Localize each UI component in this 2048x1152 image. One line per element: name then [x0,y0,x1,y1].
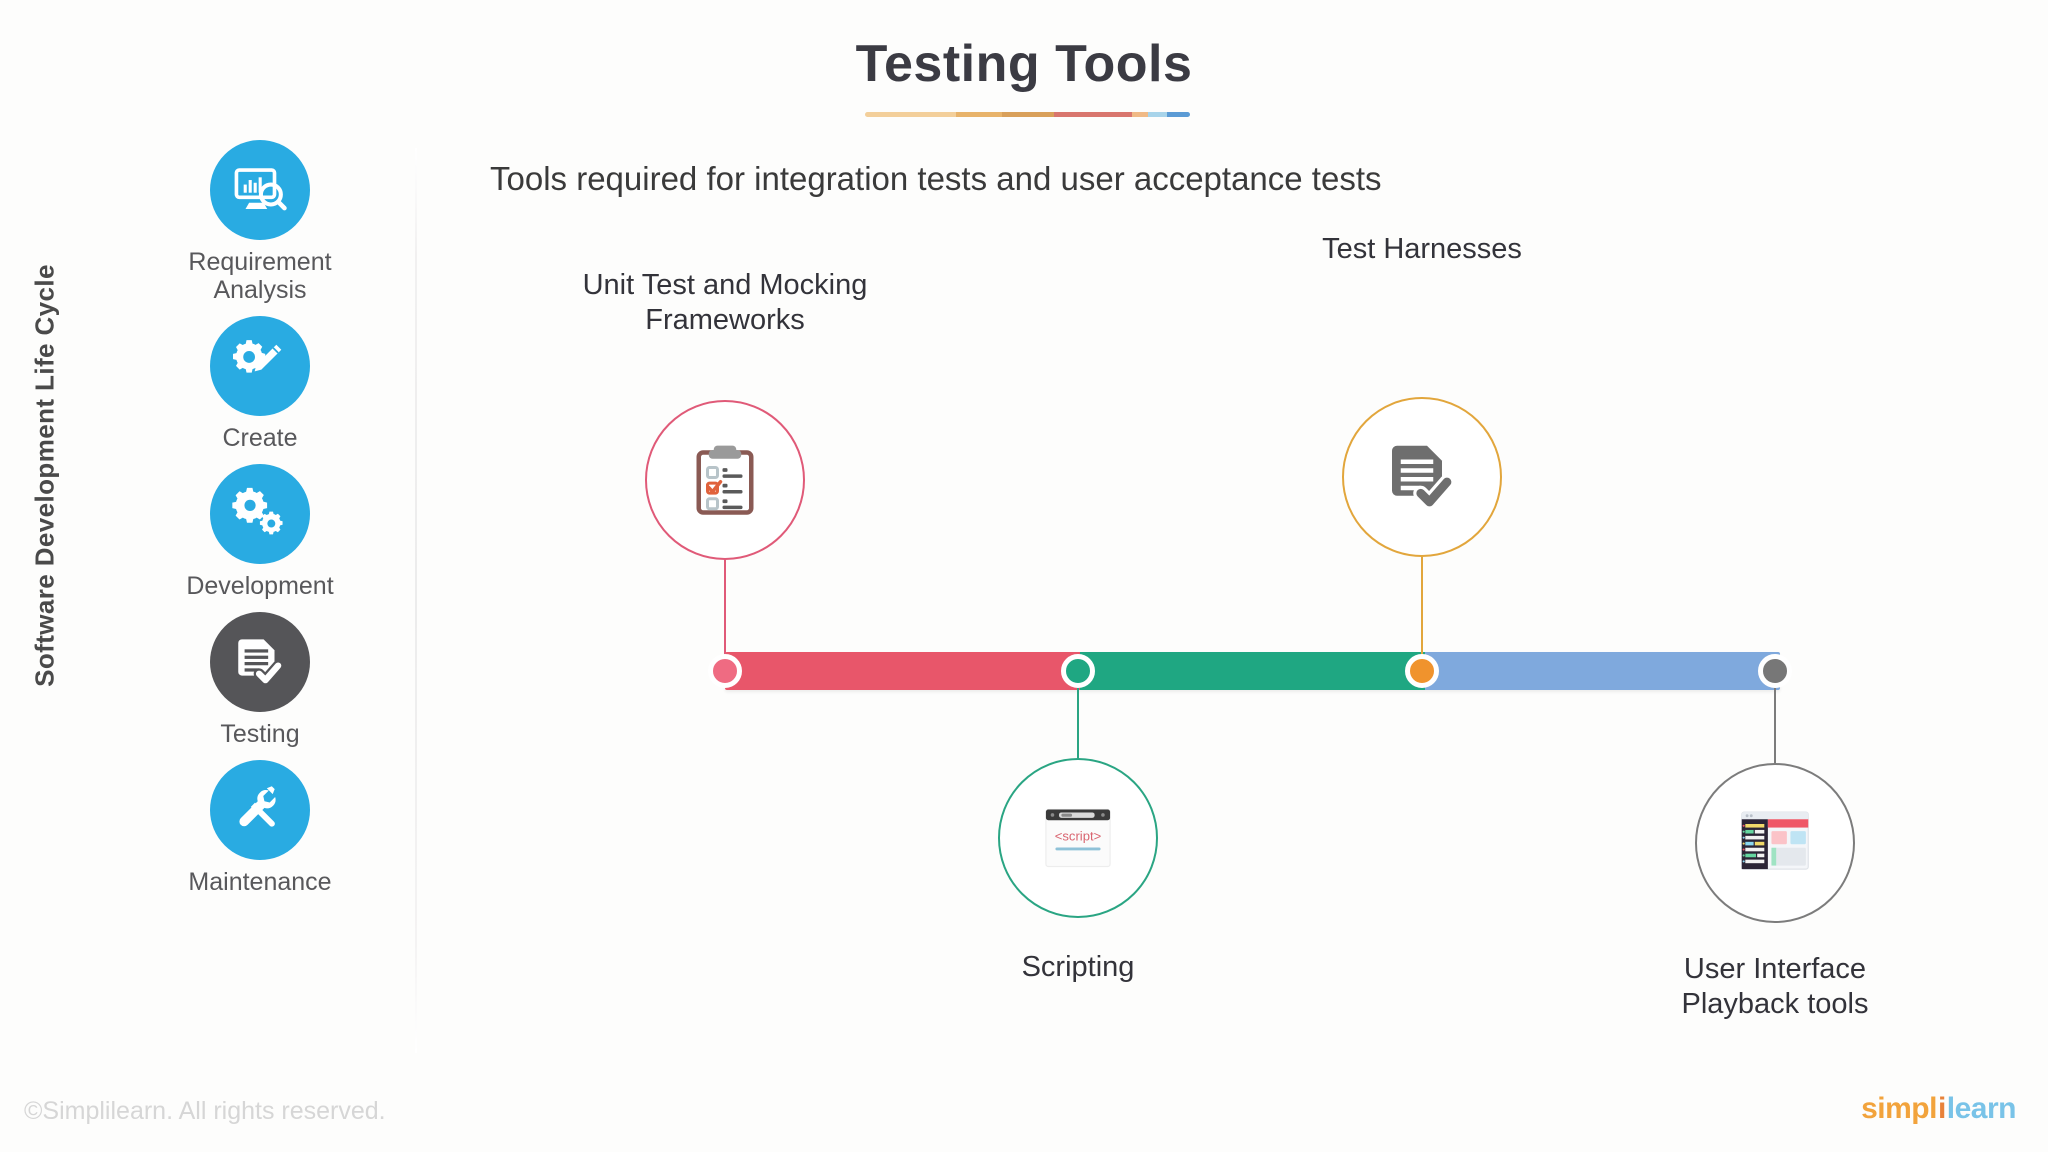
timeline-node-dot-ui-playback[interactable] [1758,654,1792,688]
node-connector-ui-playback [1774,671,1776,763]
node-icon-circle-unit-test[interactable] [645,400,805,560]
scripting-segment [1079,652,1426,690]
node-connector-unit-test [724,560,726,671]
sdlc-stage-label: Development [186,572,334,600]
svg-text:<script>: <script> [1055,828,1101,843]
monitor-analytics-icon [210,140,310,240]
timeline-node-label-test-harnesses: Test Harnesses [1322,233,1522,265]
page-title: Testing Tools [855,35,1193,93]
timeline-node-dot-unit-test[interactable] [708,654,742,688]
sdlc-stage-label: Requirement Analysis [188,248,332,304]
timeline-bar [725,652,1780,690]
document-check-icon [1382,437,1462,517]
logo-text-i: i [1937,1092,1946,1125]
timeline-node-label-unit-test: Unit Test and Mocking Frameworks [582,269,868,336]
sdlc-stage-label: Testing [220,720,300,748]
title-underline-segment-5 [1147,112,1168,117]
sdlc-stage-maintenance[interactable]: Maintenance [140,760,380,896]
section-divider [415,148,417,1053]
timeline-node-label-scripting: Scripting [1021,951,1135,983]
node-icon-circle-test-harnesses[interactable] [1342,397,1502,557]
slide-subtitle: Tools required for integration tests and… [490,160,1382,197]
unit-test-segment [725,652,1080,690]
node-icon-circle-scripting[interactable]: <script> [998,758,1158,918]
script-window-icon: <script> [1040,800,1116,876]
sdlc-stage-create[interactable]: Create [140,316,380,452]
clipboard-checklist-icon [685,440,765,520]
title-underline-segment-4 [1131,112,1148,117]
title-underline-segment-1 [956,112,1002,117]
sdlc-stage-testing[interactable]: Testing [140,612,380,748]
wrench-screwdriver-icon [210,760,310,860]
sdlc-stage-requirement-analysis[interactable]: Requirement Analysis [140,140,380,304]
timeline-node-dot-scripting[interactable] [1061,654,1095,688]
sdlc-stage-label: Create [222,424,298,452]
sdlc-stage-development[interactable]: Development [140,464,380,600]
logo-text-simpl: simpl [1861,1092,1937,1125]
gears-icon [210,464,310,564]
logo-text-learn: learn [1946,1092,2017,1125]
timeline-node-label-ui-playback: User Interface Playback tools [1681,953,1869,1020]
title-underline-segment-6 [1167,112,1190,117]
sdlc-stage-label: Maintenance [188,868,332,896]
node-connector-scripting [1077,671,1079,758]
sdlc-axis-label: Software Development Life Cycle [29,264,60,687]
timeline-node-dot-test-harnesses[interactable] [1405,654,1439,688]
title-underline-segment-3 [1053,112,1132,117]
gear-pencil-icon [210,316,310,416]
test-harness-segment [1425,652,1780,690]
node-icon-circle-ui-playback[interactable] [1695,763,1855,923]
title-underline [865,112,1190,117]
footer-copyright: ©Simplilearn. All rights reserved. [24,1097,386,1125]
title-underline-segment-2 [1001,112,1054,117]
dashboard-mockup-icon [1737,805,1813,881]
document-check-icon [210,612,310,712]
node-connector-test-harnesses [1421,557,1423,671]
title-underline-segment-0 [865,112,956,117]
